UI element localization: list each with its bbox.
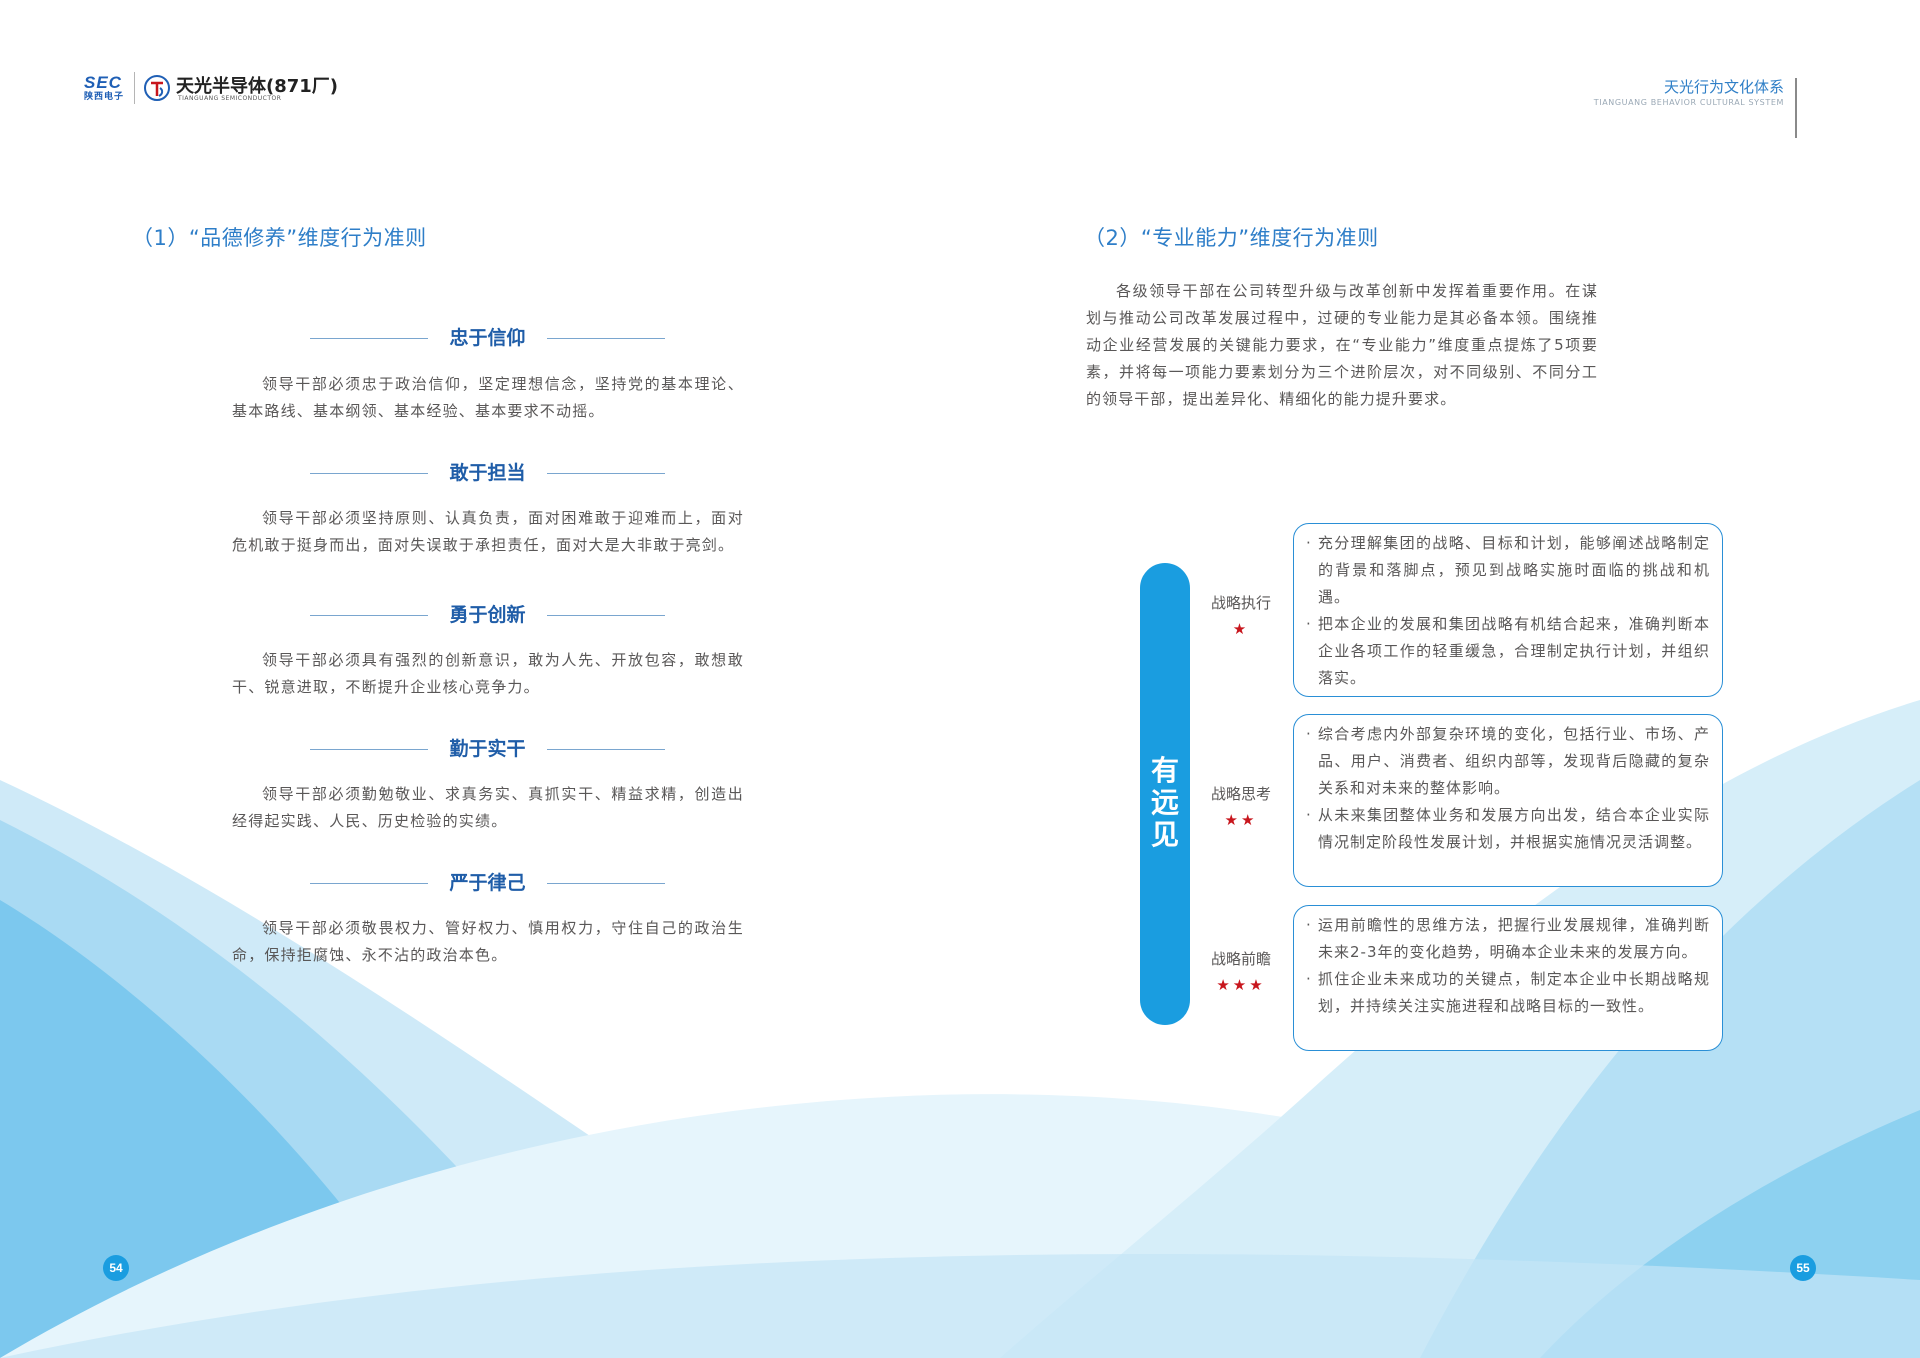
doc-title: 天光行为文化体系 [1663,78,1784,96]
item-text-2: 领导干部必须坚持原则、认真负责，面对困难敢于迎难而上，面对危机敢于挺身而出，面对… [232,509,744,554]
bullet-point: · 运用前瞻性的思维方法，把握行业发展规律，准确判断未来2-3年的变化趋势，明确… [1306,916,1710,961]
bullet-point: · 充分理解集团的战略、目标和计划，能够阐述战略制定的背景和落脚点，预见到战略实… [1306,534,1710,606]
sec-logo-subtitle: 陕西电子 [84,92,125,102]
item-text-3: 领导干部必须具有强烈的创新意识，敢为人先、开放包容，敢想敢干、锐意进取，不断提升… [232,651,744,696]
heading-rule-left [310,749,428,750]
sec-logo: SEC 陕西电子 [84,73,130,103]
item-title: 敢于担当 [449,462,526,484]
header-divider [134,72,135,104]
level-label-3: 战略前瞻 [1210,950,1271,968]
item-text-1: 领导干部必须忠于政治信仰，坚定理想信念，坚持党的基本理论、基本路线、基本纲领、基… [232,375,744,420]
bullet-point: · 抓住企业未来成功的关键点，制定本企业中长期战略规划，并持续关注实施进程和战略… [1306,970,1710,1015]
heading-rule-right [547,473,665,474]
level-stars-2: ★★ [1224,811,1258,829]
bullet-point: · 把本企业的发展和集团战略有机结合起来，准确判断本企业各项工作的轻重缓急，合理… [1306,615,1710,687]
page-number-left: 54 [103,1255,129,1281]
bullet-point: · 综合考虑内外部复杂环境的变化，包括行业、市场、产品、用户、消费者、组织内部等… [1306,725,1710,797]
heading-rule-right [547,883,665,884]
heading-rule-right [547,749,665,750]
item-title: 勇于创新 [449,604,526,626]
item-heading-1: 忠于信仰 [310,323,665,353]
heading-rule-right [547,615,665,616]
item-title: 忠于信仰 [449,327,526,349]
item-title: 勤于实干 [449,738,526,760]
level-stars-1: ★ [1232,620,1250,638]
wave-bottom-band [0,1253,1920,1358]
right-section-title: （2）“专业能力”维度行为准则 [1084,226,1379,250]
page-number-right: 55 [1790,1255,1816,1281]
capsule-label: 有远见 [1150,754,1179,851]
bullet-point: · 从未来集团整体业务和发展方向出发，结合本企业实际情况制定阶段性发展计划，并根… [1306,806,1710,851]
level-label-2: 战略思考 [1210,785,1271,803]
heading-rule-left [310,615,428,616]
item-heading-3: 勇于创新 [310,600,665,630]
level-box-2: · 综合考虑内外部复杂环境的变化，包括行业、市场、产品、用户、消费者、组织内部等… [1293,714,1723,887]
tianguang-logo-icon [144,75,170,101]
item-text-5: 领导干部必须敬畏权力、管好权力、慎用权力，守住自己的政治生命，保持拒腐蚀、永不沾… [232,919,744,964]
sec-logo-mark: SEC [84,73,122,92]
heading-rule-left [310,338,428,339]
vision-capsule: 有远见 [1140,563,1190,1025]
level-box-1: · 充分理解集团的战略、目标和计划，能够阐述战略制定的背景和落脚点，预见到战略实… [1293,523,1723,697]
heading-rule-right [547,338,665,339]
left-section-title: （1）“品德修养”维度行为准则 [132,226,427,250]
item-text-4: 领导干部必须勤勉敬业、求真务实、真抓实干、精益求精，创造出经得起实践、人民、历史… [232,785,744,830]
heading-rule-left [310,473,428,474]
level-box-3: · 运用前瞻性的思维方法，把握行业发展规律，准确判断未来2-3年的变化趋势，明确… [1293,905,1723,1051]
item-title: 严于律己 [449,872,526,894]
doc-title-en: TIANGUANG BEHAVIOR CULTURAL SYSTEM [1593,98,1784,107]
level-stars-3: ★★★ [1216,976,1266,994]
company-name: 天光半导体(871厂) [176,76,339,97]
item-heading-5: 严于律己 [310,868,665,898]
item-heading-4: 勤于实干 [310,734,665,764]
item-heading-2: 敢于担当 [310,458,665,488]
company-name-en: TIANGUANG SEMICONDUCTOR [178,95,282,102]
heading-rule-left [310,883,428,884]
right-intro-text: 各级领导干部在公司转型升级与改革创新中发挥着重要作用。在谋划与推动公司改革发展过… [1086,282,1598,408]
level-label-1: 战略执行 [1210,594,1271,612]
header-right-rule [1795,78,1797,138]
